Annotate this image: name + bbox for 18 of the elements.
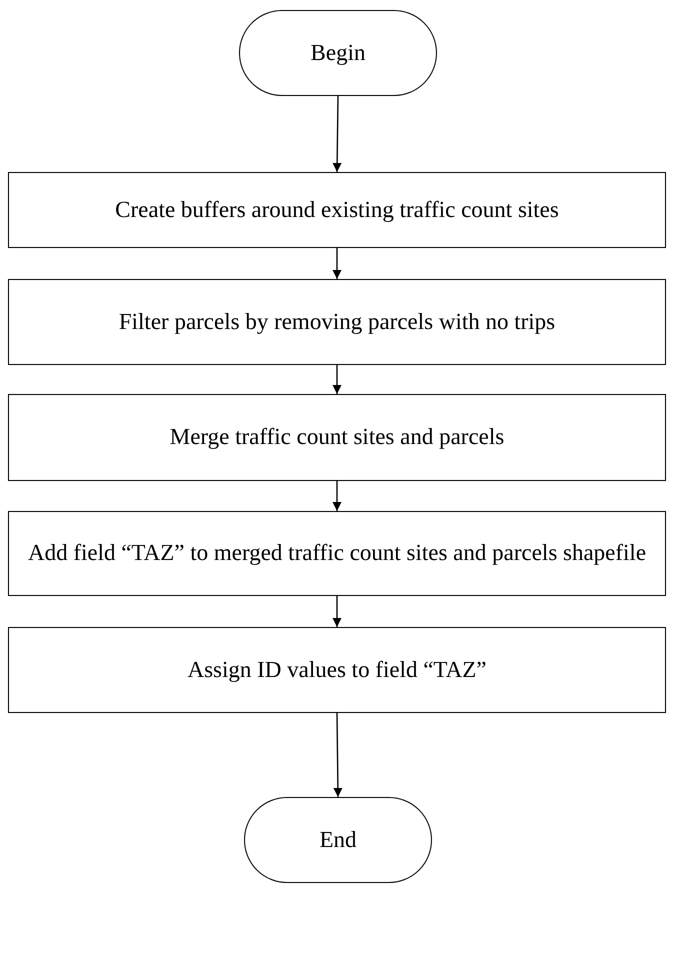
arrow (332, 481, 342, 511)
arrow (332, 365, 342, 394)
arrow (332, 596, 342, 627)
arrow (332, 248, 342, 279)
step-text: Begin (310, 38, 366, 67)
step-text: Add field “TAZ” to merged traffic count sites and parcels shapefile (28, 539, 646, 568)
step-text: Assign ID values to field “TAZ” (188, 656, 486, 684)
step-text: Filter parcels by removing parcels with no trips (118, 308, 556, 336)
process-box (8, 511, 666, 596)
step-text: Merge traffic count sites and parcels (170, 423, 504, 452)
process-box (8, 627, 666, 713)
process-box (8, 172, 666, 248)
process-box (8, 394, 666, 481)
arrow (333, 713, 342, 797)
arrow (332, 96, 342, 172)
step-text: Create buffers around existing traffic count sites (115, 196, 559, 224)
step-text: End (319, 826, 357, 854)
process-box (8, 279, 666, 365)
